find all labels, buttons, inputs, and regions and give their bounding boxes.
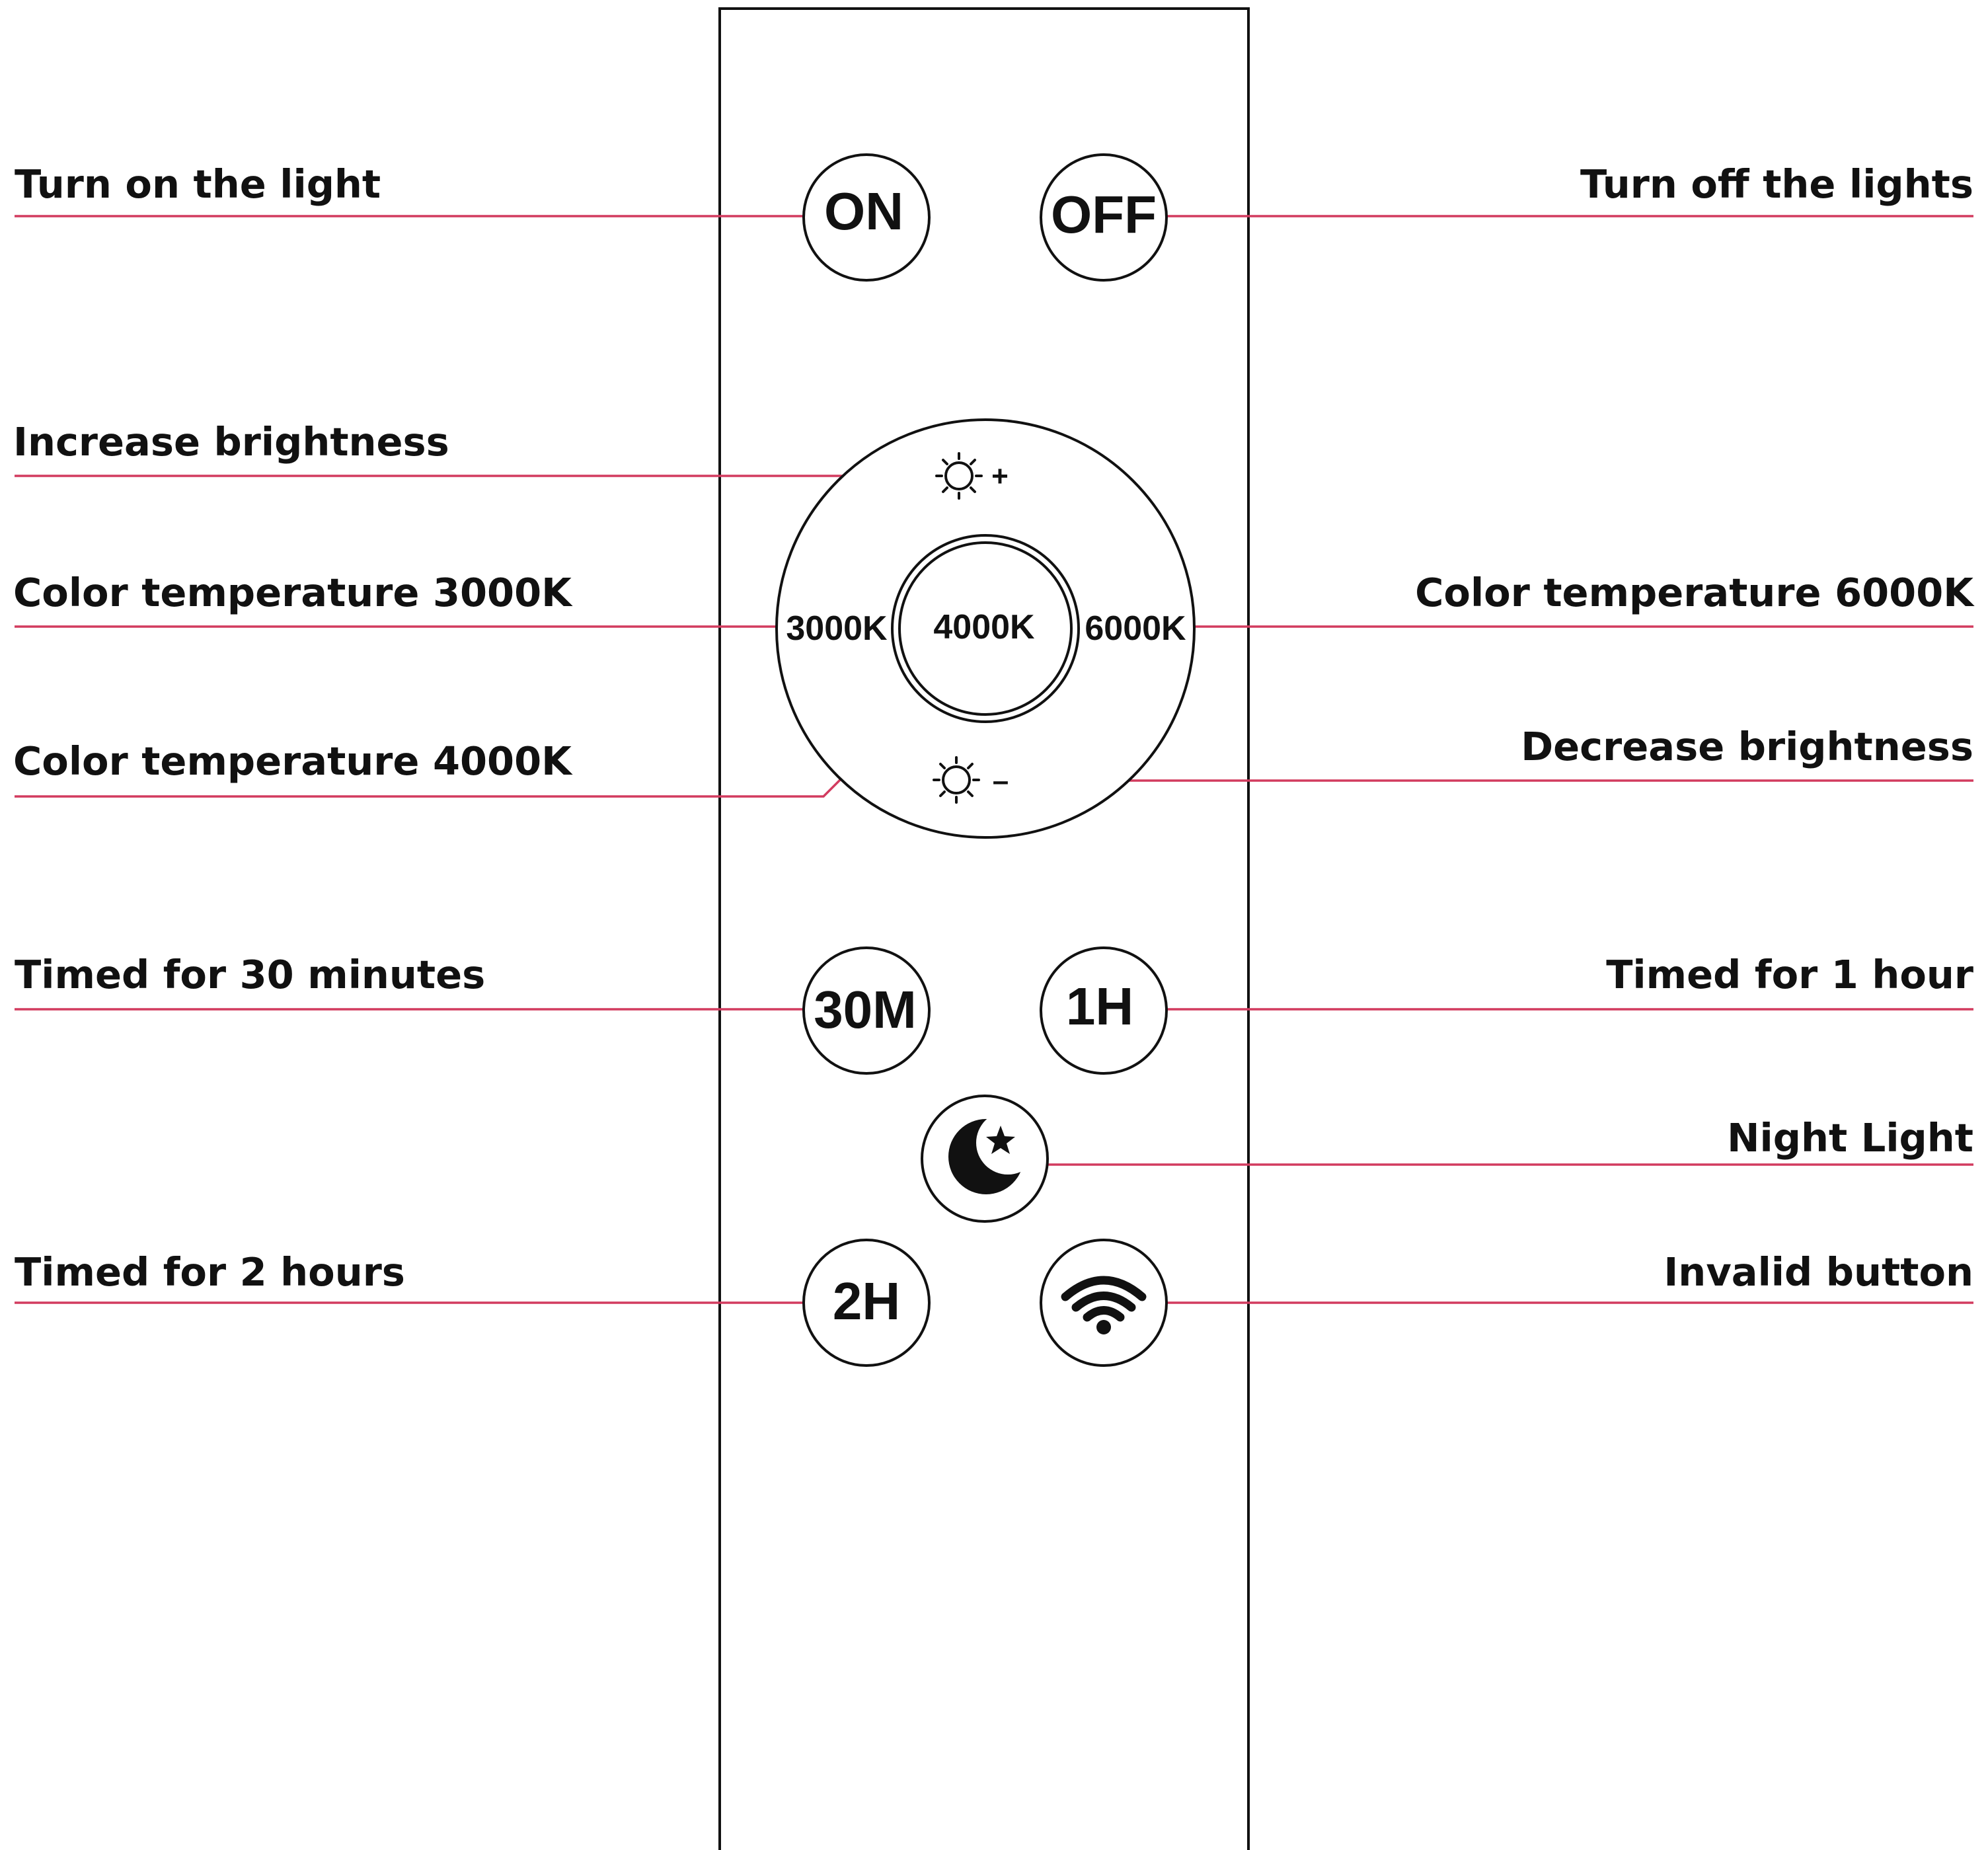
brightness-down-sign: – — [993, 765, 1009, 797]
timer-30m-label: 30M — [814, 980, 917, 1039]
callout-lines — [15, 215, 1973, 1304]
label-timed-1h: Timed for 1 hour — [1606, 952, 1973, 997]
color-4000k-button[interactable]: 4000K — [891, 534, 1080, 723]
label-decrease-brightness: Decrease brightness — [1521, 724, 1973, 769]
label-turn-on: Turn on the light — [15, 161, 381, 207]
timer-1h-button[interactable]: 1H — [1040, 946, 1168, 1075]
label-color-4000k: Color temperature 4000K — [13, 738, 573, 784]
brightness-up-sign: + — [991, 460, 1009, 492]
label-increase-brightness: Increase brightness — [13, 419, 449, 465]
label-turn-off: Turn off the lights — [1580, 161, 1973, 207]
color-6000k-button[interactable]: 6000K — [1085, 609, 1186, 648]
sun-minus-icon — [933, 756, 980, 804]
timer-30m-button[interactable]: 30M — [802, 946, 931, 1075]
timer-2h-label: 2H — [833, 1272, 900, 1330]
off-button-label: OFF — [1051, 185, 1157, 244]
label-timed-30m: Timed for 30 minutes — [15, 952, 485, 997]
remote-body — [718, 7, 1250, 1850]
timer-2h-button[interactable]: 2H — [802, 1239, 931, 1367]
label-invalid-button: Invalid button — [1663, 1249, 1973, 1295]
on-button[interactable]: ON — [802, 153, 931, 282]
moon-star-icon — [948, 1111, 1040, 1194]
label-color-3000k: Color temperature 3000K — [13, 570, 573, 615]
on-button-label: ON — [824, 182, 903, 241]
night-light-button[interactable] — [921, 1095, 1049, 1223]
color-3000k-button[interactable]: 3000K — [786, 609, 888, 648]
label-night-light: Night Light — [1727, 1115, 1973, 1161]
wifi-icon — [1061, 1276, 1147, 1334]
brightness-up-button[interactable]: + — [935, 452, 1009, 500]
label-color-6000k: Color temperature 6000K — [1415, 570, 1975, 615]
sun-plus-icon — [935, 452, 983, 500]
brightness-down-button[interactable]: – — [933, 756, 1009, 804]
label-timed-2h: Timed for 2 hours — [15, 1249, 405, 1295]
color-4000k-label: 4000K — [933, 608, 1035, 646]
off-button[interactable]: OFF — [1040, 153, 1168, 282]
timer-1h-label: 1H — [1066, 977, 1133, 1036]
invalid-button[interactable] — [1040, 1239, 1168, 1367]
